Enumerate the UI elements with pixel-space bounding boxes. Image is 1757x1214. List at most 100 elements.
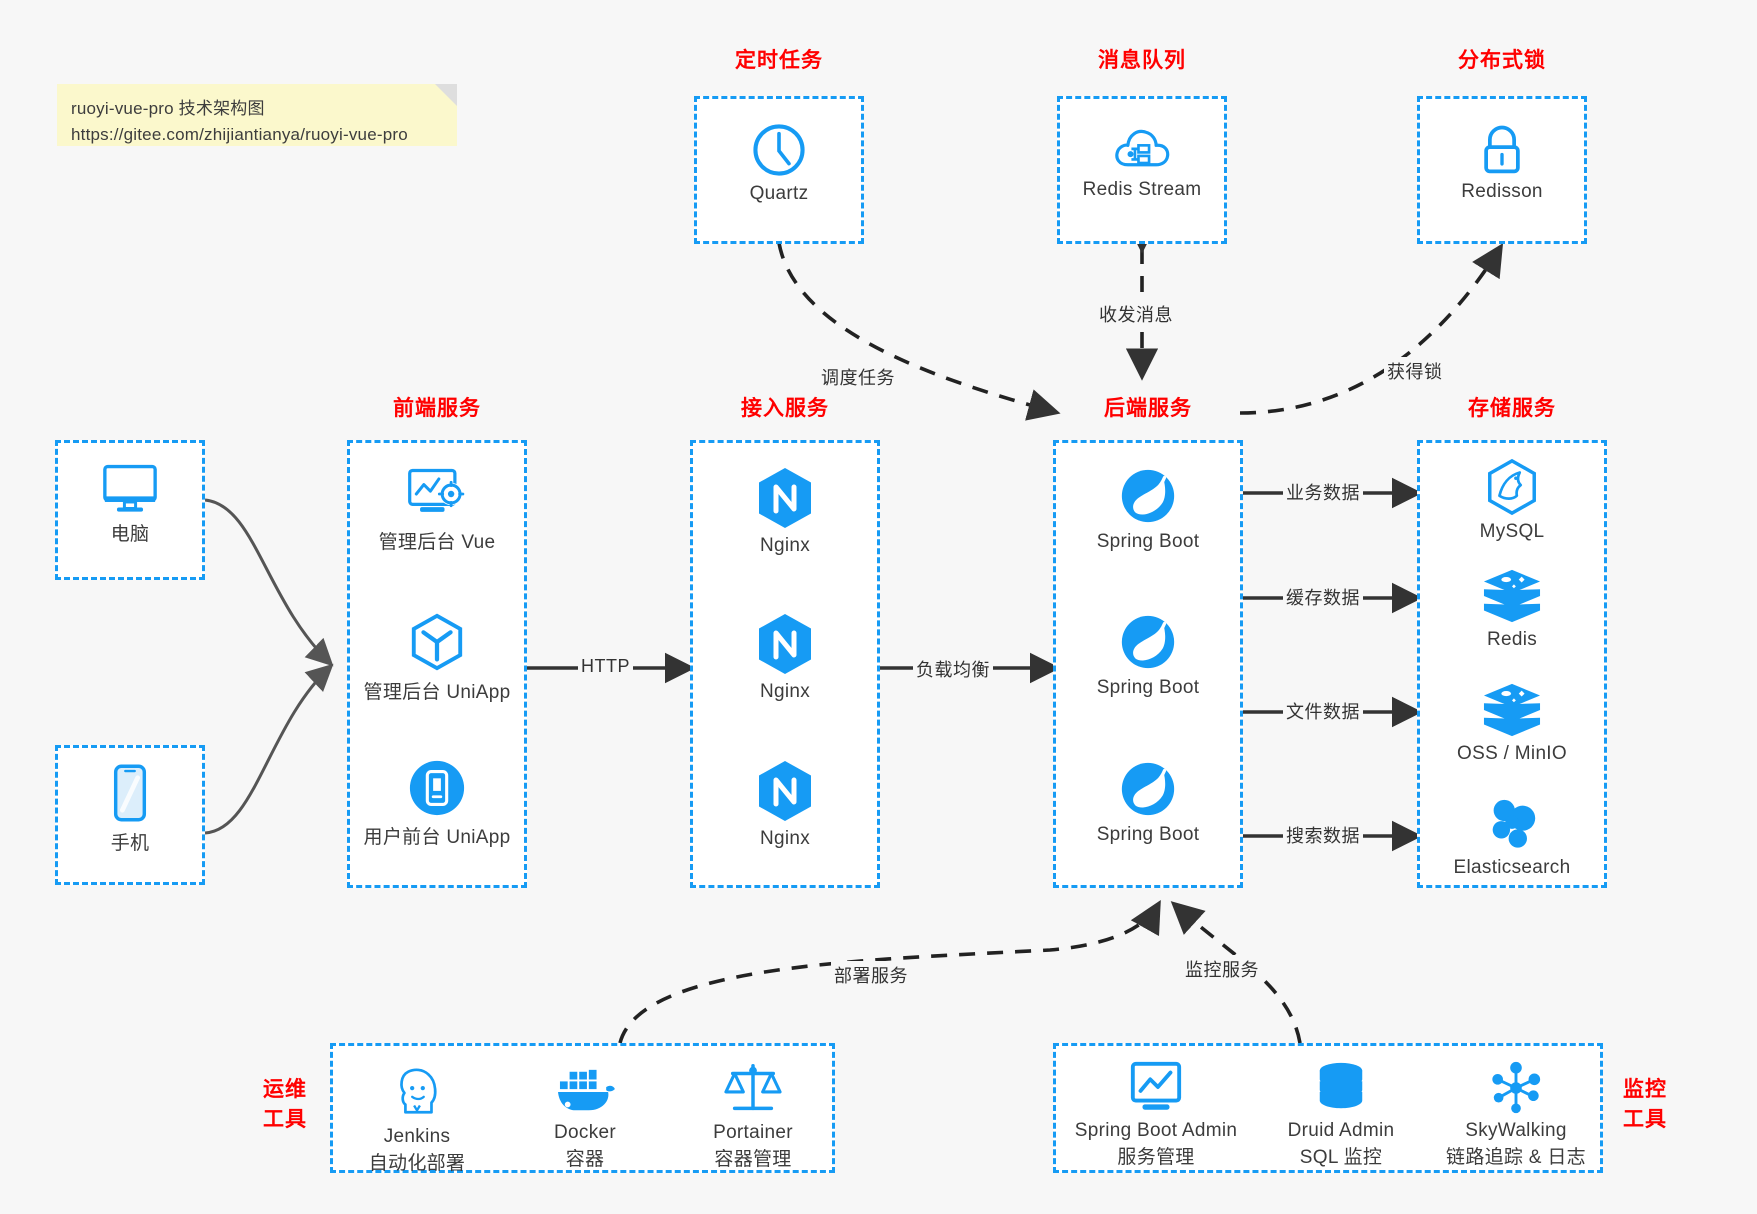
group-title-storage-service: 存储服务 bbox=[1468, 397, 1556, 420]
node-druid-admin[interactable]: Druid Admin SQL 监控 bbox=[1256, 1060, 1426, 1169]
node-label: SkyWalking bbox=[1465, 1120, 1567, 1141]
node-redisson[interactable]: Redisson bbox=[1420, 121, 1584, 203]
spring-boot-icon bbox=[1121, 469, 1175, 523]
portainer-scale-icon bbox=[724, 1064, 782, 1111]
admin-monitor-icon bbox=[1130, 1061, 1182, 1110]
group-title-message-queue: 消息队列 bbox=[1098, 49, 1186, 72]
cloud-stream-icon bbox=[1115, 129, 1170, 167]
edge-label-file-data: 文件数据 bbox=[1283, 697, 1363, 725]
client-box-phone: 手机 bbox=[55, 745, 205, 885]
node-label: 管理后台 UniApp bbox=[363, 682, 511, 703]
group-box-message-queue: Redis Stream bbox=[1057, 96, 1227, 244]
node-sublabel: SQL 监控 bbox=[1299, 1147, 1383, 1168]
node-label: Nginx bbox=[759, 828, 811, 849]
group-title-distributed-lock: 分布式锁 bbox=[1458, 49, 1546, 72]
node-pc[interactable]: 电脑 bbox=[58, 461, 202, 546]
node-label: Elasticsearch bbox=[1453, 857, 1571, 878]
uniapp-cube-icon bbox=[411, 613, 463, 671]
clock-icon bbox=[753, 124, 805, 176]
node-label: 手机 bbox=[110, 833, 150, 854]
node-springboot-2[interactable]: Spring Boot bbox=[1056, 611, 1240, 699]
group-title-devops-tools: 运维 工具 bbox=[255, 1075, 315, 1135]
node-portainer[interactable]: Portainer 容器管理 bbox=[669, 1060, 837, 1171]
group-title-scheduled-task: 定时任务 bbox=[735, 49, 823, 72]
spring-boot-icon bbox=[1121, 762, 1175, 816]
node-label: OSS / MinIO bbox=[1457, 743, 1567, 764]
node-mysql[interactable]: MySQL bbox=[1420, 457, 1604, 543]
edge-label-acquire-lock: 获得锁 bbox=[1384, 357, 1446, 385]
node-skywalking[interactable]: SkyWalking 链路追踪 & 日志 bbox=[1426, 1060, 1606, 1169]
node-label: Spring Boot bbox=[1096, 824, 1200, 845]
node-label: Portainer bbox=[713, 1122, 793, 1143]
node-sublabel: 容器管理 bbox=[714, 1149, 792, 1170]
node-label: Nginx bbox=[759, 681, 811, 702]
node-admin-vue[interactable]: 管理后台 Vue bbox=[350, 465, 524, 554]
group-box-frontend-service: 管理后台 Vue 管理后台 UniApp 用户前台 UniApp bbox=[347, 440, 527, 888]
elasticsearch-icon bbox=[1492, 799, 1536, 848]
node-redis[interactable]: Redis bbox=[1420, 567, 1604, 651]
edge-pc-to-frontend bbox=[204, 498, 334, 667]
database-icon bbox=[1319, 1062, 1363, 1109]
note-fold-corner bbox=[435, 84, 457, 106]
node-user-uniapp[interactable]: 用户前台 UniApp bbox=[350, 758, 524, 849]
node-redis-stream[interactable]: Redis Stream bbox=[1060, 121, 1224, 201]
edge-label-cache-data: 缓存数据 bbox=[1283, 583, 1363, 611]
edge-label-deploy-service: 部署服务 bbox=[831, 961, 911, 989]
node-label: Quartz bbox=[749, 183, 809, 204]
node-label: Docker bbox=[554, 1122, 616, 1143]
node-nginx-1[interactable]: Nginx bbox=[693, 465, 877, 557]
node-label: Druid Admin bbox=[1287, 1120, 1395, 1141]
group-box-monitor-tools: Spring Boot Admin 服务管理 Druid Admin SQL 监… bbox=[1053, 1043, 1603, 1173]
group-box-gateway-service: Nginx Nginx Nginx bbox=[690, 440, 880, 888]
node-springboot-1[interactable]: Spring Boot bbox=[1056, 465, 1240, 553]
devops-title-line2: 工具 bbox=[263, 1108, 307, 1131]
node-sublabel: 链路追踪 & 日志 bbox=[1446, 1147, 1586, 1168]
node-label: Spring Boot bbox=[1096, 531, 1200, 552]
node-phone[interactable]: 手机 bbox=[58, 762, 202, 855]
node-label: Redis bbox=[1486, 629, 1538, 650]
node-label: Redis Stream bbox=[1082, 179, 1202, 200]
mobile-app-icon bbox=[409, 760, 465, 816]
node-label: MySQL bbox=[1479, 521, 1545, 542]
node-docker[interactable]: Docker 容器 bbox=[501, 1066, 669, 1171]
edge-phone-to-frontend bbox=[204, 663, 334, 835]
node-spring-boot-admin[interactable]: Spring Boot Admin 服务管理 bbox=[1056, 1060, 1256, 1169]
node-oss-minio[interactable]: OSS / MinIO bbox=[1420, 681, 1604, 765]
node-nginx-3[interactable]: Nginx bbox=[693, 758, 877, 850]
group-title-monitor-tools: 监控 工具 bbox=[1615, 1075, 1675, 1135]
object-storage-icon bbox=[1483, 683, 1541, 737]
group-title-backend-service: 后端服务 bbox=[1104, 397, 1192, 420]
edge-label-business-data: 业务数据 bbox=[1283, 478, 1363, 506]
edge-label-http: HTTP bbox=[578, 655, 633, 678]
jenkins-icon bbox=[400, 1068, 437, 1114]
node-sublabel: 服务管理 bbox=[1117, 1147, 1195, 1168]
nginx-icon bbox=[759, 468, 811, 528]
annotation-note: ruoyi-vue-pro 技术架构图 https://gitee.com/zh… bbox=[57, 84, 457, 146]
group-title-frontend-service: 前端服务 bbox=[393, 397, 481, 420]
nginx-icon bbox=[759, 761, 811, 821]
client-box-pc: 电脑 bbox=[55, 440, 205, 580]
node-label: Spring Boot bbox=[1096, 677, 1200, 698]
node-sublabel: 容器 bbox=[565, 1149, 605, 1170]
docker-icon bbox=[558, 1069, 615, 1111]
node-jenkins[interactable]: Jenkins 自动化部署 bbox=[333, 1062, 501, 1175]
node-springboot-3[interactable]: Spring Boot bbox=[1056, 758, 1240, 846]
nginx-icon bbox=[759, 614, 811, 674]
node-label: Jenkins bbox=[383, 1126, 451, 1147]
node-label: 用户前台 UniApp bbox=[363, 827, 511, 848]
mysql-icon bbox=[1488, 458, 1536, 516]
node-label: Nginx bbox=[759, 535, 811, 556]
node-label: 管理后台 Vue bbox=[378, 532, 496, 553]
node-admin-uniapp[interactable]: 管理后台 UniApp bbox=[350, 611, 524, 704]
spring-boot-icon bbox=[1121, 615, 1175, 669]
node-quartz[interactable]: Quartz bbox=[697, 121, 861, 205]
skywalking-topology-icon bbox=[1492, 1061, 1541, 1114]
node-nginx-2[interactable]: Nginx bbox=[693, 611, 877, 703]
redis-icon bbox=[1483, 569, 1541, 623]
node-elasticsearch[interactable]: Elasticsearch bbox=[1420, 795, 1604, 879]
note-line-title: ruoyi-vue-pro 技术架构图 bbox=[71, 99, 265, 118]
group-box-devops-tools: Jenkins 自动化部署 Docker 容器 bbox=[330, 1043, 837, 1175]
group-box-storage-service: MySQL Redis OSS / MinIO bbox=[1417, 440, 1607, 888]
edge-label-send-recv-msg: 收发消息 bbox=[1096, 300, 1176, 328]
